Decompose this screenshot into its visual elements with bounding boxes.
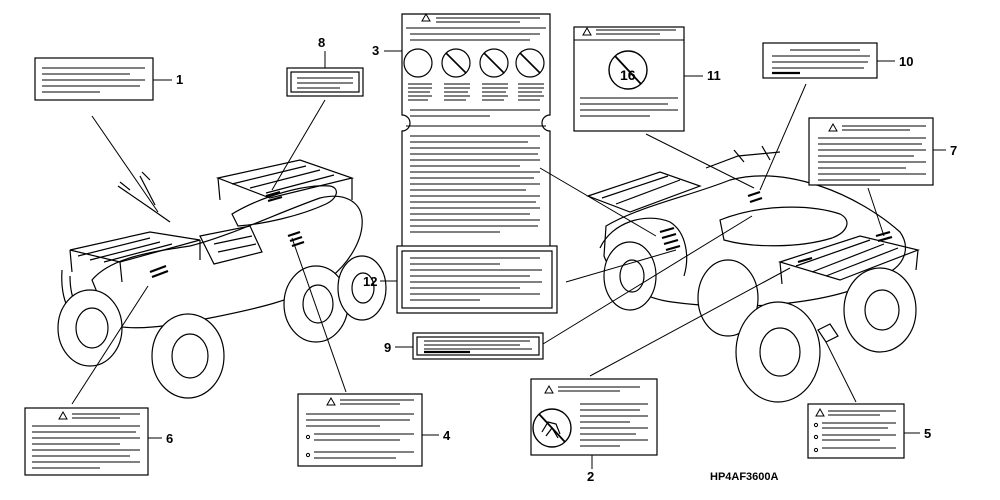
label-5: [807, 403, 905, 459]
callout-3: 3: [372, 43, 379, 58]
callout-6: 6: [166, 431, 173, 446]
atv-left-illustration: [57, 159, 387, 399]
diagram-code: HP4AF3600A: [710, 471, 779, 483]
atv-right-illustration: [586, 145, 921, 403]
label-1: [34, 57, 154, 101]
callout-2: 2: [587, 469, 594, 484]
label-8: [286, 67, 364, 97]
label-2: [530, 378, 658, 456]
callout-4: 4: [443, 428, 451, 443]
label-6: [24, 407, 149, 476]
callout-10: 10: [899, 54, 913, 69]
callout-5: 5: [924, 426, 931, 441]
callout-7: 7: [950, 143, 957, 158]
callout-9: 9: [384, 340, 391, 355]
label-3: [401, 12, 551, 275]
callout-12: 12: [363, 274, 377, 289]
age-16-prohibition-icon: 16: [620, 67, 636, 83]
label-4: [297, 393, 423, 467]
label-11: 16: [573, 26, 685, 132]
label-10: [762, 42, 878, 79]
callout-8: 8: [318, 35, 325, 50]
callout-11: 11: [707, 68, 721, 83]
label-12: [396, 245, 558, 314]
callout-1: 1: [176, 72, 183, 87]
label-7: [808, 117, 934, 186]
label-9: [412, 332, 544, 360]
